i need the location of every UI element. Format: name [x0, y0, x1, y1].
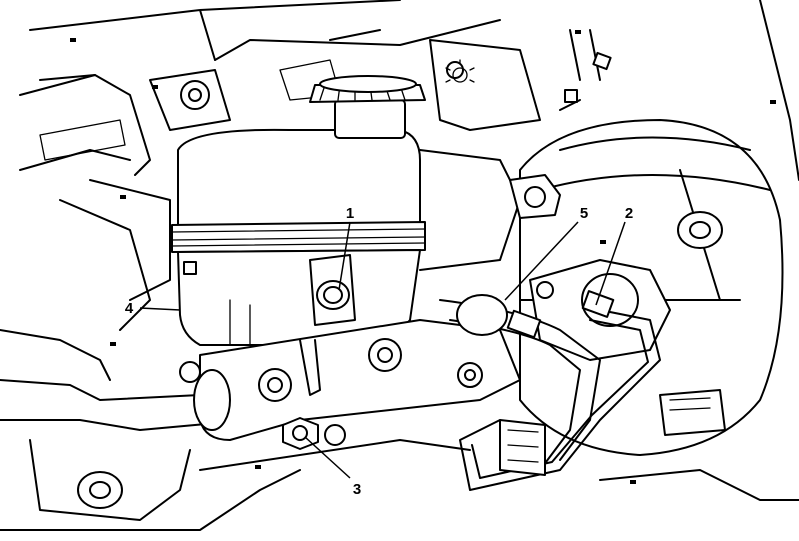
callout-5-label: 5 — [580, 205, 588, 222]
fluid-reservoir — [171, 75, 426, 346]
brake-booster — [519, 0, 799, 501]
callout-1-label: 1 — [346, 205, 354, 222]
callout-group: 1 2 3 4 5 — [125, 205, 633, 498]
callout-3-leader — [304, 436, 351, 479]
light-bulb-warning-icon — [445, 59, 475, 83]
master-cylinder — [179, 319, 521, 450]
fastener-details — [70, 30, 776, 484]
callout-4-leader — [139, 307, 181, 311]
callout-5-leader — [504, 221, 579, 301]
callout-3-label: 3 — [353, 481, 361, 498]
callout-1-leader — [338, 221, 351, 291]
callout-2-leader — [595, 221, 626, 306]
callout-2-label: 2 — [625, 205, 633, 222]
vehicle-frame — [0, 0, 541, 531]
brake-pipes — [439, 174, 661, 491]
callout-4-label: 4 — [125, 300, 134, 317]
